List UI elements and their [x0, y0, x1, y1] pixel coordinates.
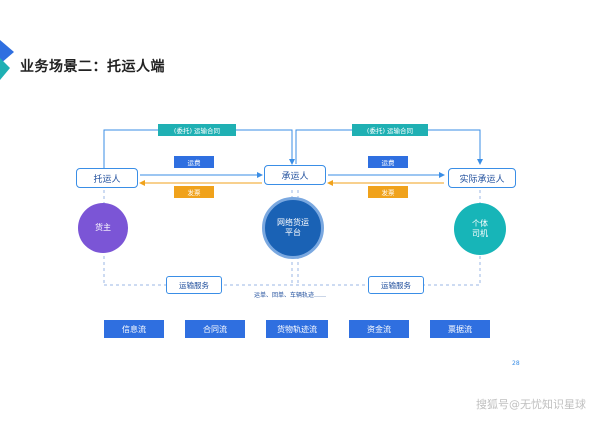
flow-contract: 合同流	[185, 320, 245, 338]
owner-circle: 货主	[78, 203, 128, 253]
node-actual-carrier: 实际承运人	[448, 168, 516, 188]
driver-circle: 个体 司机	[454, 203, 506, 255]
contract-label-right: (委托) 运输合同	[352, 124, 428, 136]
watermark: 搜狐号@无忧知识星球	[476, 398, 586, 411]
corner-logo-icon	[0, 40, 14, 80]
invoice-tag-left: 发票	[174, 186, 214, 198]
driver-label: 个体 司机	[472, 218, 488, 238]
invoice-tag-right: 发票	[368, 186, 408, 198]
fee-tag-right: 运费	[368, 156, 408, 168]
service-box-right: 运输服务	[368, 276, 424, 294]
fee-tag-left: 运费	[174, 156, 214, 168]
platform-label: 网络货运 平台	[277, 217, 309, 237]
flow-invoice: 票据流	[430, 320, 490, 338]
page-number: 28	[512, 360, 520, 367]
node-shipper: 托运人	[76, 168, 138, 188]
service-box-left: 运输服务	[166, 276, 222, 294]
flow-cargo-track: 货物轨迹流	[266, 320, 328, 338]
node-carrier: 承运人	[264, 165, 326, 185]
contract-label-left: (委托) 运输合同	[158, 124, 236, 136]
platform-circle: 网络货运 平台	[262, 197, 324, 259]
page-title: 业务场景二：托运人端	[20, 59, 165, 75]
owner-label: 货主	[95, 222, 111, 232]
flow-info: 信息流	[104, 320, 164, 338]
flow-funds: 资金流	[349, 320, 409, 338]
service-note: 运单、回单、车辆轨迹……	[254, 292, 327, 299]
